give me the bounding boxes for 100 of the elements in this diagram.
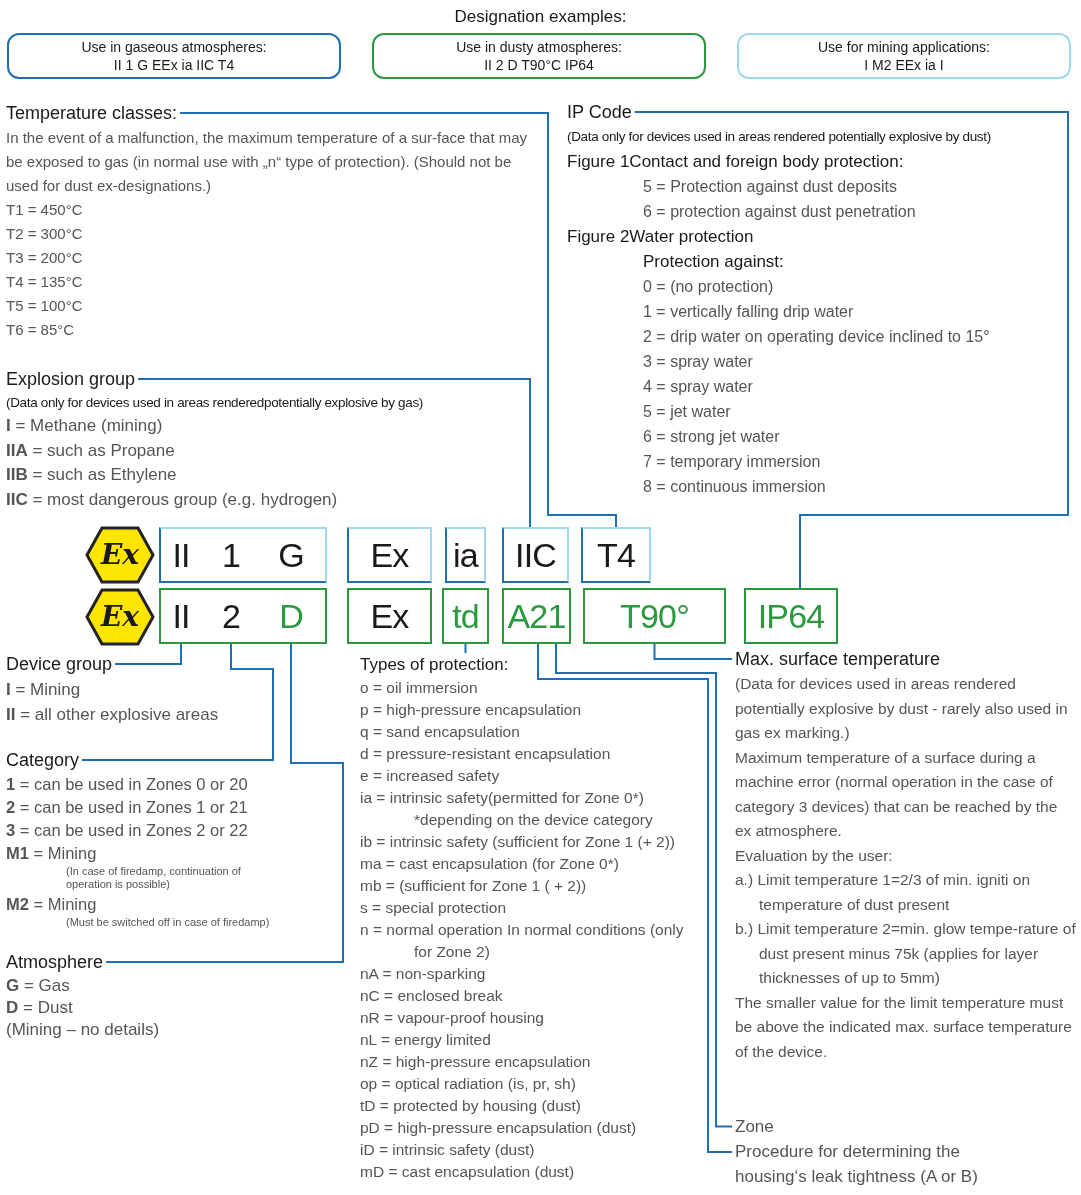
description-text: M2 = Mining: [6, 894, 98, 915]
description-text: o = oil immersion: [360, 678, 479, 698]
description-text: Figure 2Water protection: [567, 226, 755, 248]
description-text: (In case of firedamp, continuation of operation is possible): [65, 865, 242, 892]
description-text: In the event of a malfunction, the maximum temperature of a sur-face that may be exposed to gas (in normal use with „n“ type of protection). (Should not be used for dust ex-designations.): [6, 128, 529, 196]
description-text: mD = cast encapsulation (dust): [360, 1162, 576, 1182]
section-heading: Types of protection:: [360, 653, 509, 677]
box-heading: Use for mining applications:: [818, 38, 990, 56]
description-text: ib = intrinsic safety (sufficient for Zone 1 (+ 2)): [360, 832, 676, 852]
description-text: D = Dust: [6, 997, 74, 1019]
example-box: [7, 33, 341, 79]
description-text: (Data only for devices used in areas rendered potentially explosive by dust): [567, 128, 992, 146]
designation-code: II 2 D T90°C IP64: [484, 56, 594, 74]
description-text: q = sand encapsulation: [360, 722, 521, 742]
description-text: d = pressure-resistant encapsulation: [360, 744, 612, 764]
marking-field: [159, 527, 327, 583]
description-text: tD = protected by housing (dust): [360, 1096, 582, 1116]
description-text: mb = (sufficient for Zone 1 ( + 2)): [360, 876, 588, 896]
description-text: 3 = spray water: [642, 352, 754, 372]
description-text: e = increased safety: [360, 766, 501, 786]
description-text: (Must be switched off in case of firedamp): [65, 916, 271, 930]
description-text: *depending on the device category: [413, 810, 654, 830]
marking-field: [159, 588, 327, 644]
marking-code: T90°: [620, 596, 689, 636]
description-text: nZ = high-pressure encapsulation: [360, 1052, 592, 1072]
section-heading: Max. surface temperature: [735, 646, 941, 672]
description-text: s = special protection: [360, 898, 508, 918]
marking-field: [581, 527, 651, 583]
description-text: pD = high-pressure encapsulation (dust): [360, 1118, 638, 1138]
description-text: nR = vapour-proof housing: [360, 1008, 545, 1028]
description-text: 6 = protection against dust penetration: [642, 202, 917, 222]
marking-field: [445, 527, 486, 583]
description-text: 1 = vertically falling drip water: [642, 302, 855, 322]
description-text: T3 = 200°C: [6, 248, 84, 268]
description-text: T6 = 85°C: [6, 320, 76, 340]
marking-field: [502, 588, 571, 644]
section-heading: Category: [6, 747, 80, 773]
marking-code: IIC: [515, 535, 556, 575]
description-text: 2 = can be used in Zones 1 or 21: [6, 797, 249, 818]
marking-code: T4: [597, 535, 635, 575]
description-text: (Data only for devices used in areas renderedpotentially explosive by gas): [6, 394, 425, 412]
description-text: 2 = drip water on operating device inclined to 15°: [642, 327, 991, 347]
description-text: 8 = continuous immersion: [642, 477, 827, 497]
marking-field: [347, 527, 432, 583]
marking-code: ia: [453, 535, 478, 575]
description-text: T5 = 100°C: [6, 296, 84, 316]
section-heading: Explosion group: [6, 366, 136, 392]
description-text: ia = intrinsic safety(permitted for Zone 0*): [360, 788, 645, 808]
description-text: IIC = most dangerous group (e.g. hydrogen): [6, 488, 339, 511]
description-text: ma = cast encapsulation (for Zone 0*): [360, 854, 620, 874]
designation-code: II 1 G EEx ia IIC T4: [113, 56, 235, 74]
leader-line: [137, 378, 531, 528]
marking-code: II: [167, 590, 195, 642]
marking-code: II: [167, 529, 195, 581]
description-text: nC = enclosed break: [360, 986, 504, 1006]
description-text: iD = intrinsic safety (dust): [360, 1140, 536, 1160]
leader-line: [464, 643, 467, 654]
description-text: 5 = Protection against dust deposits: [642, 177, 898, 197]
section-heading: Temperature classes:: [6, 100, 178, 126]
section-heading: Procedure for determining the housing‘s leak tightness (A or B): [735, 1139, 1025, 1189]
description-text: 4 = spray water: [642, 377, 754, 397]
marking-code: D: [271, 590, 311, 642]
ex-hexagon-sign: [84, 525, 156, 585]
ex-hexagon-sign: [84, 587, 156, 647]
description-text: op = optical radiation (is, pr, sh): [360, 1074, 577, 1094]
description-text: Evaluation by the user:: [735, 845, 894, 866]
marking-code: IP64: [757, 596, 825, 636]
description-text: (Mining – no details): [6, 1019, 161, 1041]
marking-field: [502, 527, 569, 583]
description-text: Figure 1Contact and foreign body protection:: [567, 151, 905, 173]
marking-code: td: [452, 596, 479, 636]
leader-line: [633, 111, 1069, 589]
description-text: nA = non-sparking: [360, 964, 487, 984]
marking-field: [583, 588, 726, 644]
marking-code: 1: [217, 529, 245, 581]
box-heading: Use in gaseous atmospheres:: [81, 38, 267, 56]
section-heading: IP Code: [567, 99, 632, 125]
description-text: M1 = Mining: [6, 843, 98, 864]
description-text: p = high-pressure encapsulation: [360, 700, 583, 720]
description-text: b.) Limit temperature 2=min. glow tempe-rature of dust present minus 75k (applies for layer thicknesses of up to 5mm): [735, 919, 1077, 988]
marking-field: [744, 588, 838, 644]
description-text: T4 = 135°C: [6, 272, 84, 292]
diagram-title: Designation examples:: [454, 6, 627, 28]
description-text: 7 = temporary immersion: [642, 452, 822, 472]
sign-text: Ex: [100, 540, 139, 570]
leader-line: [653, 643, 733, 660]
description-text: 3 = can be used in Zones 2 or 22: [6, 820, 249, 841]
section-heading: Device group: [6, 651, 113, 677]
marking-field: [347, 588, 432, 644]
description-text: 1 = can be used in Zones 0 or 20: [6, 774, 249, 795]
example-box: [737, 33, 1071, 79]
description-text: The smaller value for the limit temperature must be above the indicated max. surface temperature of the device.: [735, 992, 1073, 1062]
section-heading: Zone: [735, 1114, 774, 1139]
description-text: Maximum temperature of a surface during a machine error (normal operation in the case of category 3 devices) that can be reached by the ex atmosphere.: [735, 747, 1059, 841]
marking-code: Ex: [370, 535, 409, 575]
description-text: IIA = such as Propane: [6, 439, 176, 462]
description-text: I = Mining: [6, 679, 82, 701]
marking-code: G: [271, 529, 311, 581]
description-text: G = Gas: [6, 975, 71, 997]
description-text: 6 = strong jet water: [642, 427, 781, 447]
